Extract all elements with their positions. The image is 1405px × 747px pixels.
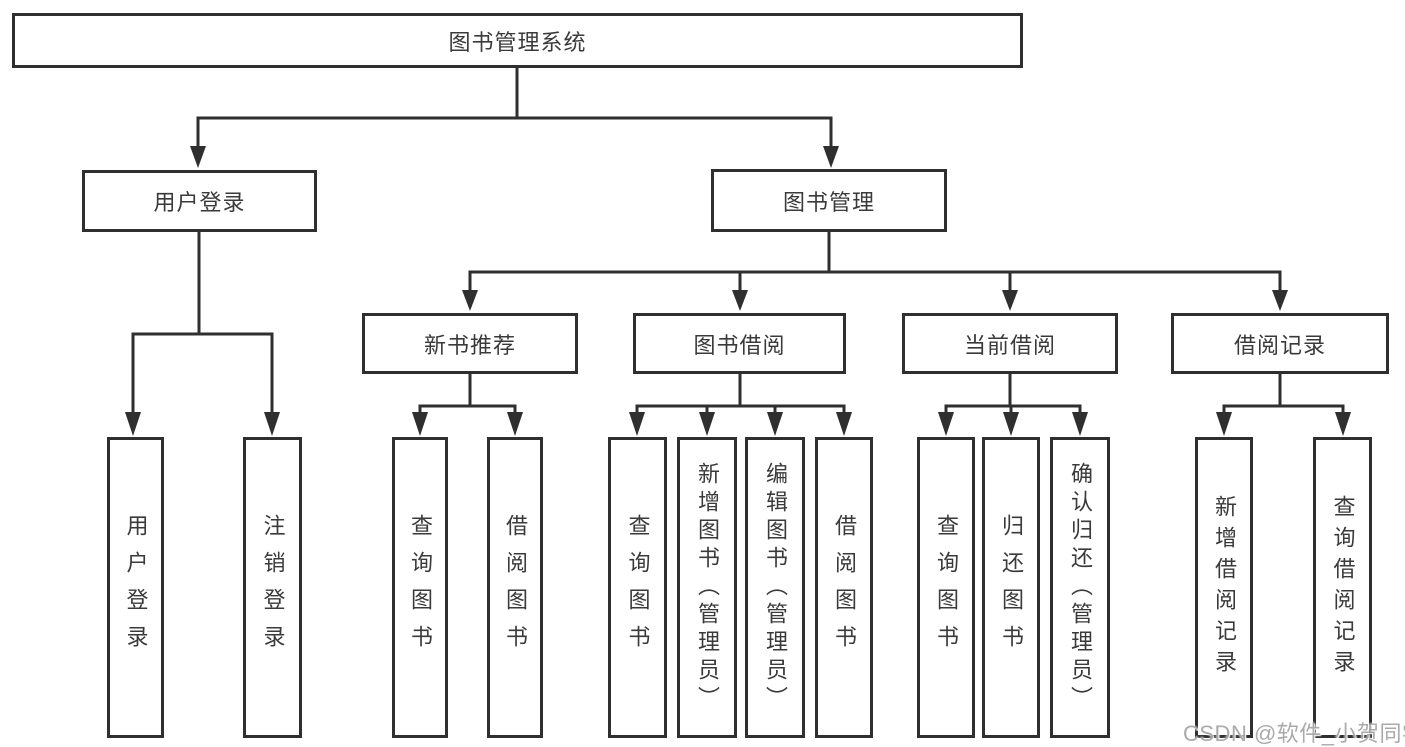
leaf-query-borrow-record: 查询借阅记录: [1313, 437, 1372, 738]
leaf-return-books: 归还图书: [982, 437, 1040, 738]
node-book-management: 图书管理: [711, 169, 947, 232]
leaf-edit-book-admin: 编辑图书（管理员）: [745, 437, 805, 738]
leaf-confirm-return-admin: 确认归还（管理员）: [1050, 437, 1110, 738]
node-new-book-recommend: 新书推荐: [362, 313, 578, 374]
leaf-logout-login: 注销登录: [243, 437, 302, 738]
node-current-borrowing: 当前借阅: [902, 313, 1118, 374]
leaf-borrow-books-2: 借阅图书: [815, 437, 873, 738]
node-borrowing-records: 借阅记录: [1171, 313, 1389, 374]
leaf-user-login: 用户登录: [107, 437, 164, 738]
node-book-borrowing: 图书借阅: [633, 313, 846, 374]
leaf-borrow-books-1: 借阅图书: [487, 437, 543, 738]
node-root-system: 图书管理系统: [12, 13, 1023, 68]
leaf-add-borrow-record: 新增借阅记录: [1195, 437, 1253, 738]
csdn-watermark: CSDN @软件_小贺同学: [1183, 721, 1405, 746]
node-user-login: 用户登录: [82, 170, 317, 232]
leaf-query-books-1: 查询图书: [392, 437, 448, 738]
leaf-add-book-admin: 新增图书（管理员）: [677, 437, 737, 738]
leaf-query-books-3: 查询图书: [917, 437, 975, 738]
leaf-query-books-2: 查询图书: [608, 437, 667, 738]
